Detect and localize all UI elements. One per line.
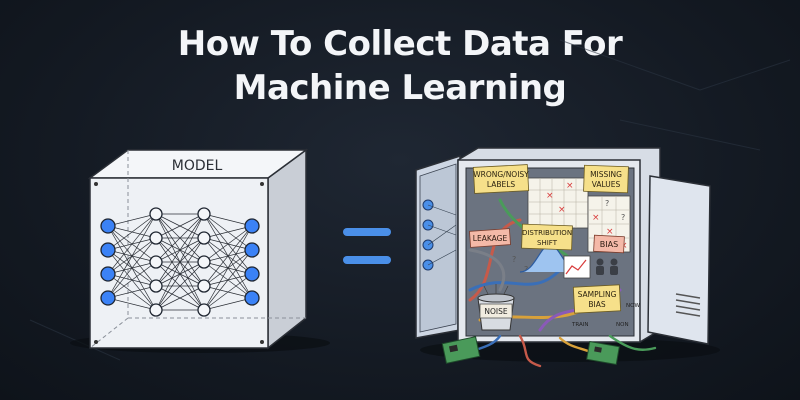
nn-node [197,279,211,293]
svg-text:×: × [592,213,600,223]
nn-connection [155,261,205,311]
svg-text:?: ? [621,213,625,222]
nn-node [100,266,116,282]
nn-node [197,207,211,221]
nn-node [149,207,163,221]
svg-text:SAMPLING: SAMPLING [578,290,617,299]
nn-connection [203,213,253,227]
label-train: TRAIN [571,322,588,328]
nn-node [244,218,260,234]
svg-text:WRONG/NOISY: WRONG/NOISY [473,170,529,179]
nn-node [197,231,211,245]
nn-node [244,290,260,306]
nn-connection [107,261,157,299]
nn-connection [155,237,205,311]
note-leakage: LEAKAGE [469,228,511,248]
nn-connection [203,249,253,311]
nn-connection [107,213,157,227]
note-missing-values: MISSING VALUES [583,164,629,194]
svg-text:?: ? [605,199,609,208]
svg-text:LEAKAGE: LEAKAGE [473,234,508,243]
svg-text:×: × [546,191,554,201]
svg-text:NOISE: NOISE [484,307,507,316]
model-label: MODEL [172,158,223,174]
model-box: MODEL [70,148,330,353]
nn-node [100,290,116,306]
page-title: How To Collect Data For Machine Learning [0,22,800,110]
nn-connection [155,213,205,239]
nn-node [149,255,163,269]
note-distribution-shift: DISTRIBUTION SHIFT [521,223,573,251]
circuit-board-left [441,336,481,364]
neural-network [100,207,260,317]
nn-node [197,255,211,269]
note-wrong-noisy-labels: WRONG/NOISY LABELS [472,164,529,194]
nn-connection [107,213,157,275]
nn-node [149,303,163,317]
nn-connection [107,213,157,251]
nn-connection [107,285,157,299]
nn-connection [155,285,205,311]
svg-text:?: ? [524,265,528,274]
background-network [29,39,791,361]
label-now: NOW [626,303,640,309]
svg-text:SHIFT: SHIFT [537,239,558,247]
nn-node [244,266,260,282]
svg-text:LABELS: LABELS [487,180,516,189]
svg-text:×: × [606,227,614,237]
nn-node [100,242,116,258]
note-sampling-bias: SAMPLING BIAS [572,284,622,314]
nn-node [244,242,260,258]
nn-connection [203,273,253,311]
svg-text:MISSING: MISSING [590,170,622,179]
nn-connection [107,237,157,299]
nn-connection [107,213,157,299]
title-line-2: Machine Learning [233,68,567,108]
nn-node [100,218,116,234]
nn-connection [155,213,205,311]
nn-connection [203,297,253,311]
svg-text:?: ? [512,255,516,264]
broken-data-box: ××× ××× ??? ?? [415,147,720,368]
svg-text:BIAS: BIAS [588,300,605,309]
nn-connection [107,297,157,311]
nn-node [149,231,163,245]
label-non: NON [616,322,629,328]
nn-connection [203,225,253,263]
svg-text:BIAS: BIAS [600,240,618,249]
equals-icon [343,228,391,264]
nn-node [197,303,211,317]
circuit-board-right [586,340,620,366]
nn-node [149,279,163,293]
nn-connection [155,213,205,287]
nn-connection [155,213,205,263]
svg-text:VALUES: VALUES [592,180,621,189]
title-line-1: How To Collect Data For [177,24,623,64]
note-noise: NOISE [479,303,513,319]
note-bias: BIAS [593,234,625,254]
nn-connection [203,225,253,311]
svg-text:DISTRIBUTION: DISTRIBUTION [522,229,572,237]
nn-connection [203,225,253,287]
svg-text:×: × [558,205,566,215]
nn-connection [203,225,253,239]
svg-text:×: × [566,181,574,191]
